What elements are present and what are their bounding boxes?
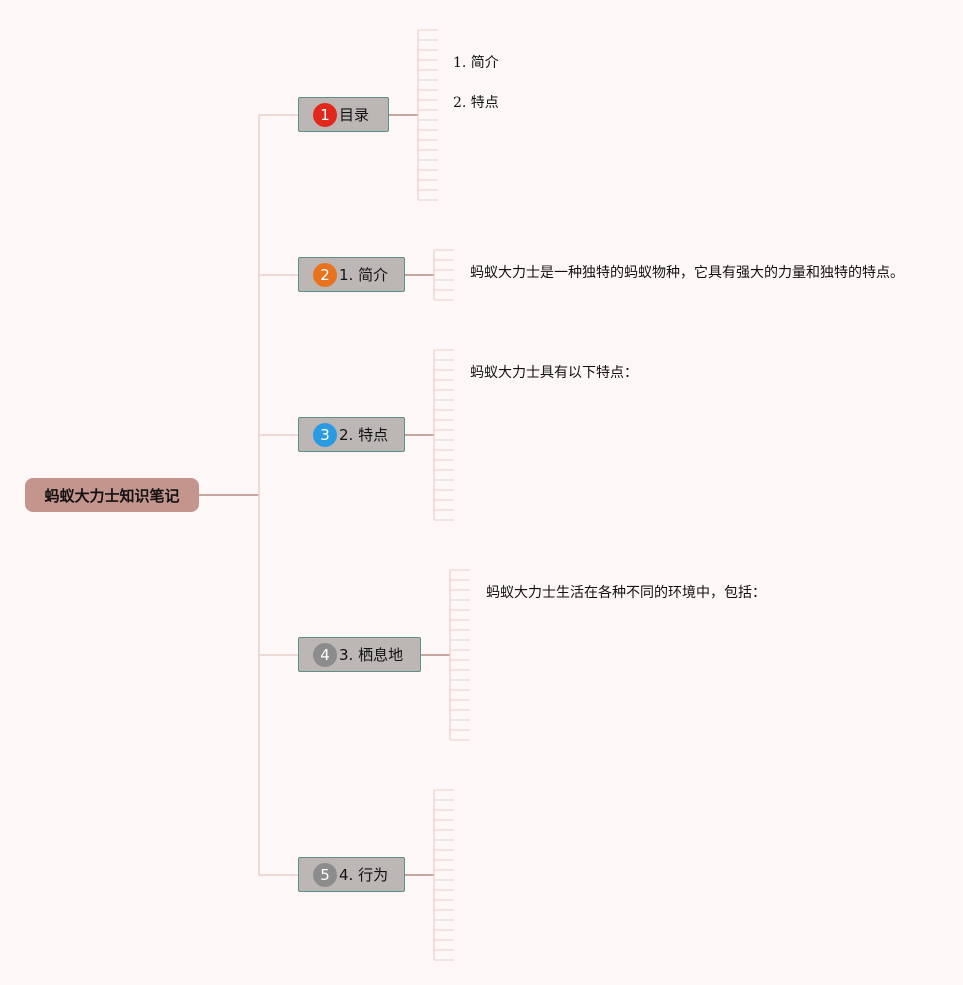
root-topic[interactable]: 蚂蚁大力士知识笔记	[25, 478, 199, 512]
intro-detail[interactable]: 蚂蚁大力士是一种独特的蚂蚁物种，它具有强大的力量和独特的特点。	[470, 265, 904, 281]
number-badge-icon: 1	[313, 102, 337, 127]
topic-label: 4. 行为	[339, 866, 389, 884]
number-badge-icon: 5	[313, 862, 337, 887]
topic-behavior[interactable]: 5 4. 行为	[298, 857, 405, 892]
habitat-detail[interactable]: 蚂蚁大力士生活在各种不同的环境中，包括：	[486, 585, 766, 601]
number-badge-icon: 3	[313, 422, 337, 447]
root-topic-label: 蚂蚁大力士知识笔记	[44, 486, 180, 505]
topic-features[interactable]: 3 2. 特点	[298, 417, 405, 452]
topic-label: 2. 特点	[339, 426, 389, 444]
topic-label: 目录	[339, 106, 370, 124]
topic-contents[interactable]: 1 目录	[298, 97, 389, 132]
topic-label: 3. 栖息地	[339, 646, 404, 664]
subtopic-intro[interactable]: 1. 简介	[453, 55, 499, 71]
subtopic-features[interactable]: 2. 特点	[453, 95, 499, 111]
number-badge-icon: 4	[313, 642, 337, 667]
number-badge-icon: 2	[313, 262, 337, 287]
features-detail[interactable]: 蚂蚁大力士具有以下特点：	[470, 365, 638, 381]
topic-habitat[interactable]: 4 3. 栖息地	[298, 637, 421, 672]
topic-label: 1. 简介	[339, 266, 389, 284]
topic-intro[interactable]: 2 1. 简介	[298, 257, 405, 292]
